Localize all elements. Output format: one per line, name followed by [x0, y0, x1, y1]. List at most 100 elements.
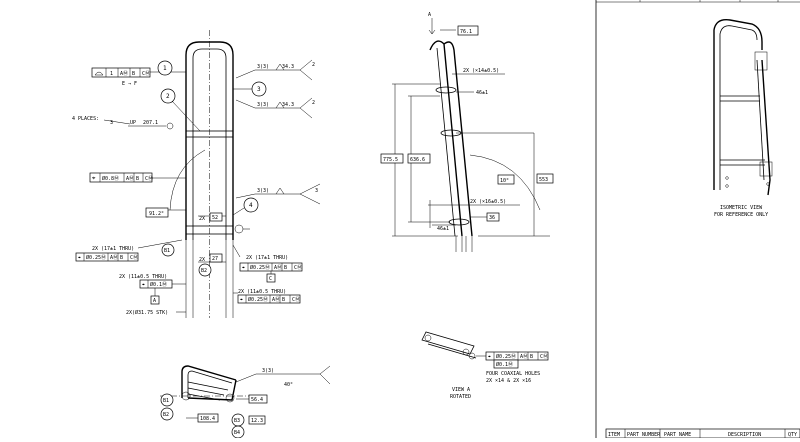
weld-mid-len: 34.3	[282, 102, 294, 108]
balloon-b1	[161, 243, 175, 257]
dim-91-2: 91.2°	[149, 211, 164, 217]
note-4-places: 4 PLACES:	[72, 116, 99, 122]
fcf-small-right-4: CⓂ	[292, 296, 300, 303]
dim-775-5: 775.5	[383, 157, 398, 163]
fcf-small-right-2: AⓂ	[272, 296, 280, 303]
fcf-profile-3: B	[132, 71, 135, 77]
stk-note: 2X(Ø31.75 STK)	[126, 309, 168, 316]
fcf-hole-left-1: Ø0.25Ⓜ	[86, 254, 106, 261]
dim-76-1: 76.1	[460, 29, 472, 35]
detail-dim-108: 108.4	[200, 416, 215, 422]
note-4-places-val: 3	[110, 120, 113, 126]
profile-sub-text: E → F	[122, 81, 137, 87]
weld-mid-label: 3(3)	[257, 102, 269, 108]
dim-52: 52	[212, 215, 218, 221]
svg-text:2X: 2X	[199, 257, 205, 263]
callout-balloon-1	[157, 60, 173, 76]
title-block-top-fragment	[596, 0, 800, 3]
hole-small-left-text: 2X (11±0.5 THRU)	[119, 274, 167, 280]
fcf-profile-4: CⓂ	[142, 70, 150, 77]
dim-553: 553	[539, 177, 548, 183]
callout-3-label: 3	[257, 86, 261, 93]
va-title2: ROTATED	[450, 394, 471, 400]
va-fcf-row2: Ø0.1Ⓜ	[496, 361, 513, 368]
callout-balloon-4	[243, 197, 259, 213]
detail-dim-56: 56.4	[251, 397, 263, 403]
fcf-profile-2: AⓂ	[120, 70, 128, 77]
fcf-hole-right-2: AⓂ	[274, 264, 282, 271]
weld-top-len: 34.3	[282, 64, 294, 70]
detail-weld: 3(3)	[262, 368, 274, 374]
dim-36: 36	[489, 215, 495, 221]
flag-value: 207.1	[143, 120, 158, 126]
fcf-pos-1: Ø0.8Ⓜ	[102, 175, 119, 182]
detail-angle: 40°	[284, 382, 293, 388]
detail-balloon-1	[160, 393, 174, 407]
tb-header-qty: QTY	[788, 432, 797, 438]
dia-bottom-text: 2X (×16±0.5)	[470, 199, 506, 205]
tb-header-part-number: PART NUMBER	[627, 432, 661, 438]
dim-46-top: 46±1	[476, 90, 488, 96]
dia-top-text: 2X (×14±0.5)	[463, 68, 499, 74]
svg-text:⌖: ⌖	[78, 255, 81, 261]
detail-balloon-4-text: B4	[234, 430, 240, 436]
iso-title1: ISOMETRIC VIEW	[720, 205, 763, 211]
angle-10: 10°	[500, 178, 509, 184]
va-fcf-1: Ø0.25Ⓜ	[496, 353, 516, 360]
va-title1: VIEW A	[452, 387, 470, 393]
tb-header-item: ITEM	[608, 432, 620, 438]
svg-text:2: 2	[312, 100, 315, 106]
detail-balloon-1-text: B1	[163, 398, 169, 404]
tb-header-description: DESCRIPTION	[728, 432, 761, 438]
detail-dim-12: 12.3	[251, 418, 263, 424]
svg-text:2: 2	[312, 62, 315, 68]
dim-2x-label: 2X	[199, 216, 205, 222]
svg-text:⌖: ⌖	[240, 297, 243, 303]
callout-2-label: 2	[166, 93, 170, 100]
fcf-pos-2: AⓂ	[126, 175, 134, 182]
callout-1-label: 1	[163, 65, 167, 72]
svg-text:3: 3	[315, 188, 318, 194]
hole-small-right-text: 2X (11±0.5 THRU)	[238, 289, 286, 295]
fcf-hole-left-4: CⓂ	[130, 254, 138, 261]
tb-header-part-name: PART NAME	[664, 432, 691, 438]
datum-c: C	[269, 276, 272, 282]
callout-4-label: 4	[249, 202, 253, 209]
iso-title2: FOR REFERENCE ONLY	[714, 212, 768, 218]
fcf-hole-left-3: B	[120, 255, 123, 261]
va-fcf-3: B	[530, 354, 533, 360]
fcf-small-right-3: B	[282, 297, 285, 303]
va-fcf-4: CⓂ	[540, 353, 548, 360]
balloon-b2	[198, 263, 212, 277]
va-note2: 2X ×14 & 2X ×16	[486, 378, 531, 384]
view-a-rotated: ⌖ Ø0.25Ⓜ AⓂ B CⓂ Ø0.1Ⓜ FOUR COAXIAL HOLE…	[421, 331, 549, 400]
side-view: A 76.1 2X (×14±0.5) 46±1 775.5 636.6 10°…	[380, 12, 554, 252]
weld-low-label: 3(3)	[257, 188, 269, 194]
balloon-b1-text: B1	[164, 248, 170, 254]
flag-label: UP	[130, 120, 136, 126]
fcf-small-right-1: Ø0.25Ⓜ	[248, 296, 268, 303]
datum-a: A	[153, 298, 156, 304]
svg-text:⌖: ⌖	[488, 354, 491, 360]
dim-636-6: 636.6	[410, 157, 425, 163]
detail-balloon-3-text: B3	[234, 418, 240, 424]
front-view: 1 AⓂ B CⓂ E → F 1 2 4 PLACES: 3 UP 207.1…	[72, 30, 321, 318]
fcf-pos-3: B	[136, 176, 139, 182]
balloon-b2-text: B2	[201, 268, 207, 274]
isometric-view: ISOMETRIC VIEW FOR REFERENCE ONLY	[713, 19, 773, 218]
fcf-profile-1: 1	[110, 71, 113, 77]
fcf-hole-right-4: CⓂ	[294, 264, 302, 271]
fcf-hole-left-2: AⓂ	[110, 254, 118, 261]
detail-balloon-2-text: B2	[163, 412, 169, 418]
fcf-hole-right-1: Ø0.25Ⓜ	[250, 264, 270, 271]
dim-27: 27	[212, 256, 218, 262]
svg-text:⌖: ⌖	[142, 282, 145, 288]
dim-46-bottom: 46±1	[437, 226, 449, 232]
va-note1: FOUR COAXIAL HOLES	[486, 371, 540, 377]
weld-top-label: 3(3)	[257, 64, 269, 70]
svg-text:⌖: ⌖	[242, 265, 245, 271]
detail-view: 3(3) 40° B1 B2 B3 B4 56.4 108.4 12.3	[160, 365, 331, 439]
detail-balloon-2	[160, 407, 174, 421]
view-a-arrow-label: A	[428, 12, 431, 18]
